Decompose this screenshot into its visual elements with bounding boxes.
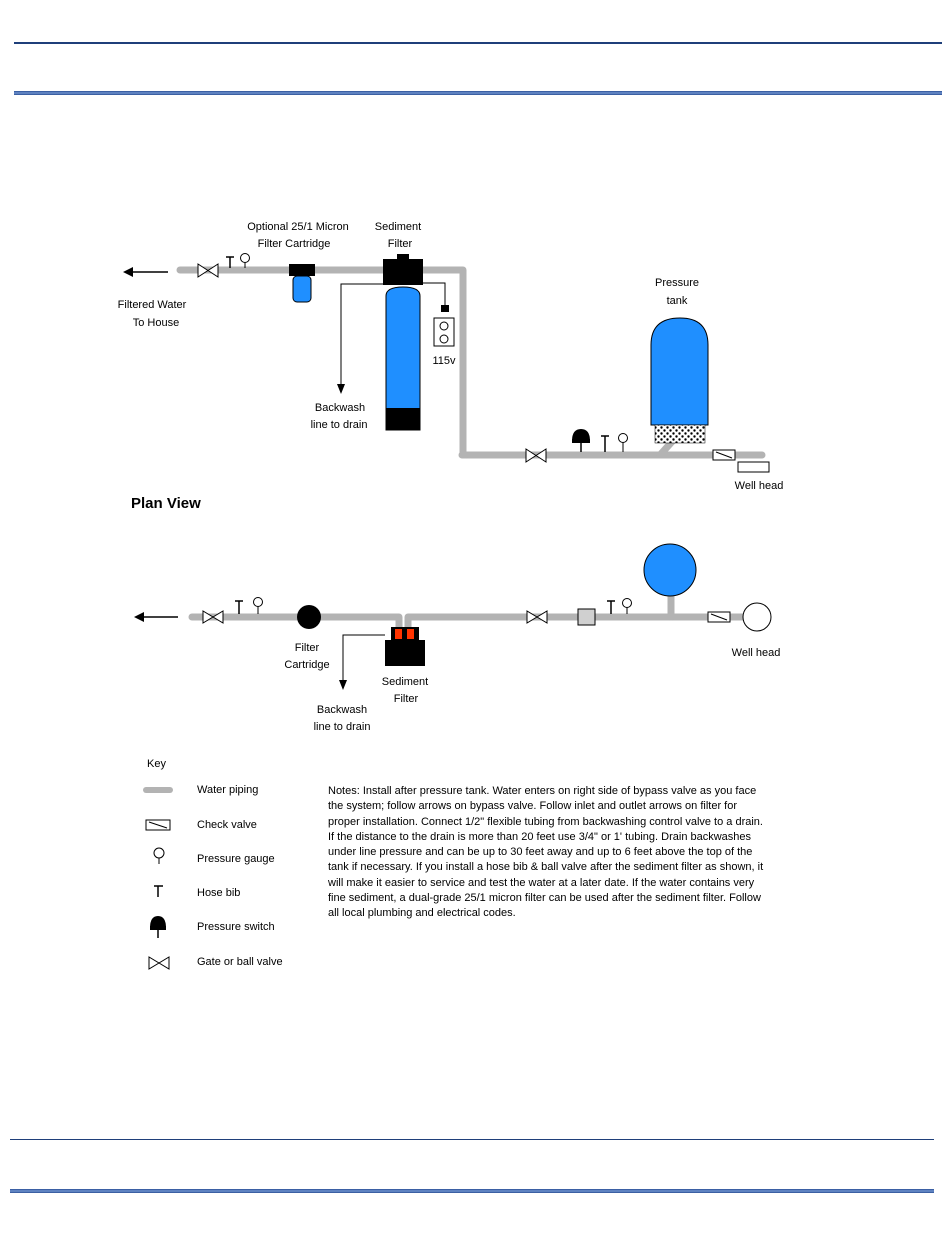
key-check-valve-icon (145, 819, 171, 831)
outlet-arrow (134, 612, 178, 622)
hose-bib-icon (607, 600, 615, 614)
pressure-tank-plan (643, 543, 697, 597)
installation-notes: Notes: Install after pressure tank. Wate… (328, 785, 764, 920)
power-cord (420, 282, 446, 306)
plan-wellhead-label: Well head (732, 647, 781, 659)
well-head-plan-icon (742, 602, 772, 632)
header-rule-thin (14, 42, 942, 44)
sediment-label-line1: Sediment (375, 221, 421, 233)
plan-sediment-label-line1: Sediment (382, 676, 428, 688)
outlet-arrow (123, 267, 168, 277)
cartridge-label-line2: Filter Cartridge (258, 238, 331, 250)
outlet-label-line2: To House (133, 317, 179, 329)
outlet-label-line1: Filtered Water (118, 299, 187, 311)
gate-valve-icon (202, 610, 224, 624)
gate-valve-icon (197, 263, 219, 278)
cartridge-label-line1: Optional 25/1 Micron (247, 221, 349, 233)
pressure-gauge-icon (253, 597, 263, 614)
key-title: Key (147, 758, 166, 770)
plan-sediment-label-line2: Filter (394, 693, 419, 705)
key-item-gate-valve: Gate or ball valve (197, 956, 283, 968)
plan-view: Filter Cartridge Sediment Filter Backwas… (134, 543, 781, 733)
key-pressure-gauge-icon (153, 847, 165, 864)
header-rule-thick (14, 91, 942, 95)
plan-cartridge-label-line1: Filter (295, 642, 320, 654)
pressure-gauge-icon (618, 433, 628, 452)
plan-view-title: Plan View (131, 495, 201, 512)
hose-bib-icon (235, 600, 243, 614)
check-valve-icon (712, 449, 736, 461)
legend-key: Key Water piping Check valve Pressure ga… (143, 758, 283, 970)
key-item-check-valve: Check valve (197, 819, 257, 831)
hose-bib-icon (226, 256, 234, 268)
backwash-label-line1: Backwash (315, 402, 365, 414)
key-item-hose-bib: Hose bib (197, 887, 240, 899)
key-pressure-switch-icon (150, 916, 166, 938)
plan-backwash-label-line1: Backwash (317, 704, 367, 716)
sediment-label-line2: Filter (388, 238, 413, 250)
electrical-outlet-icon (433, 317, 455, 347)
sediment-filter-tank (383, 254, 423, 431)
key-item-pressure-gauge: Pressure gauge (197, 853, 275, 865)
power-label: 115v (432, 355, 456, 367)
wellhead-label: Well head (735, 480, 784, 492)
gate-valve-icon (526, 610, 548, 624)
footer-rule-thick (10, 1189, 934, 1193)
power-plug-icon (441, 305, 449, 312)
key-gate-valve-icon (148, 956, 170, 970)
pressure-gauge-icon (240, 253, 250, 268)
key-item-pressure-switch: Pressure switch (197, 921, 275, 933)
water-piping-plan (188, 592, 749, 631)
gate-valve-icon (525, 448, 547, 463)
backwash-line (339, 634, 385, 690)
hose-bib-icon (601, 435, 609, 452)
check-valve-icon (707, 611, 731, 623)
tank-label-line2: tank (667, 295, 688, 307)
pressure-tank (650, 317, 709, 444)
pressure-gauge-icon (622, 598, 632, 614)
optional-cartridge-filter (289, 264, 315, 303)
plan-backwash-label-line2: line to drain (314, 721, 371, 733)
filter-cartridge-plan (297, 605, 321, 629)
elevation-view: Filtered Water To House Optional 25/1 Mi… (118, 221, 784, 492)
pressure-switch-plan-icon (577, 608, 596, 626)
key-hose-bib-icon (154, 885, 163, 897)
plan-cartridge-label-line2: Cartridge (284, 659, 329, 671)
footer-rule-thin (10, 1139, 934, 1140)
key-item-water-piping: Water piping (197, 784, 258, 796)
backwash-line (337, 283, 383, 394)
sediment-filter-plan (385, 627, 425, 666)
pressure-switch-icon (572, 429, 590, 452)
tank-label-line1: Pressure (655, 277, 699, 289)
well-head-icon (737, 461, 770, 473)
backwash-label-line2: line to drain (311, 419, 368, 431)
